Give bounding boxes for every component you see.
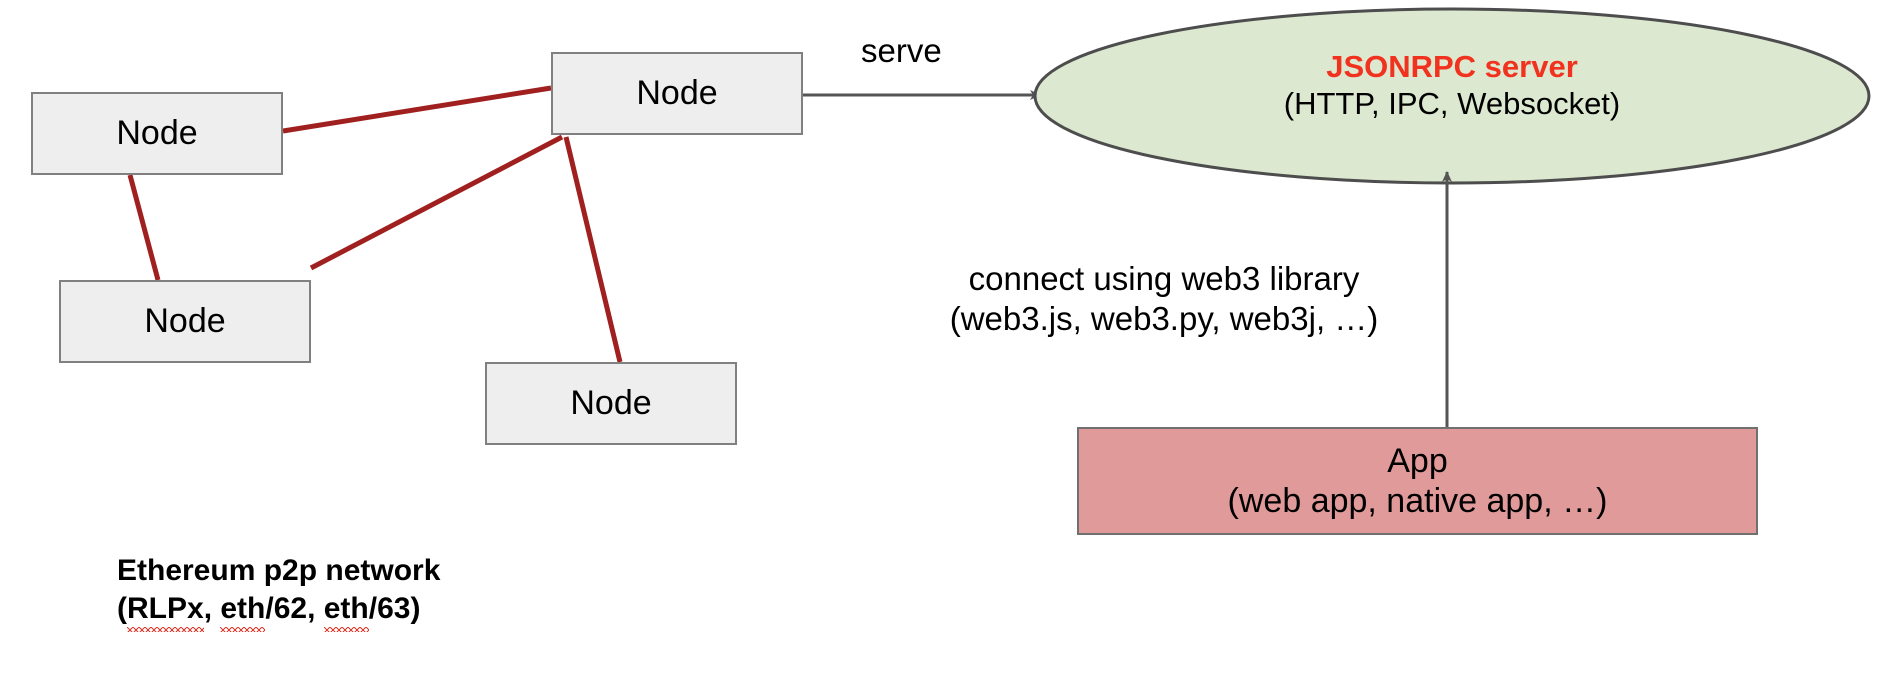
node-label: Node (144, 301, 226, 340)
p2p-link-2 (127, 174, 161, 281)
caption-word-eth-62: eth (220, 590, 266, 632)
app-box[interactable]: App (web app, native app, …) (1077, 427, 1758, 535)
caption-mid: /62, (265, 591, 324, 625)
caption-paren-close: /63) (368, 591, 421, 625)
node-left-top[interactable]: Node (31, 92, 283, 175)
caption-paren-open: ( (117, 591, 127, 625)
app-subtitle: (web app, native app, …) (1227, 482, 1608, 520)
caption-line-1: Ethereum p2p network (117, 554, 441, 587)
node-left-bottom[interactable]: Node (59, 280, 311, 363)
node-label: Node (636, 73, 718, 112)
jsonrpc-server-text: JSONRPC server (HTTP, IPC, Websocket) (1035, 48, 1869, 122)
caption-word-rlpx: RLPx (127, 590, 204, 632)
caption-word-eth-63: eth (323, 590, 369, 632)
p2p-link-1 (282, 85, 552, 134)
node-label: Node (570, 383, 652, 422)
jsonrpc-server-ellipse[interactable] (1033, 7, 1871, 185)
jsonrpc-server-title: JSONRPC server (1326, 49, 1578, 84)
connect-web3-label: connect using web3 library (web3.js, web… (884, 259, 1444, 340)
node-center-top[interactable]: Node (551, 52, 803, 135)
serve-label: serve (861, 32, 942, 69)
node-label: Node (116, 113, 198, 152)
caption-line-2: (RLPx, eth/62, eth/63) (117, 590, 440, 632)
connect-web3-line2: (web3.js, web3.py, web3j, …) (949, 300, 1379, 338)
app-title: App (1387, 441, 1448, 480)
p2p-network-caption: Ethereum p2p network (RLPx, eth/62, eth/… (117, 552, 441, 632)
p2p-link-4 (563, 136, 623, 363)
p2p-link-3 (309, 134, 564, 271)
node-mid-bottom[interactable]: Node (485, 362, 737, 445)
connect-web3-line1: connect using web3 library (968, 260, 1360, 297)
caption-sep-1: , (203, 591, 221, 625)
jsonrpc-server-subtitle: (HTTP, IPC, Websocket) (1283, 86, 1621, 122)
